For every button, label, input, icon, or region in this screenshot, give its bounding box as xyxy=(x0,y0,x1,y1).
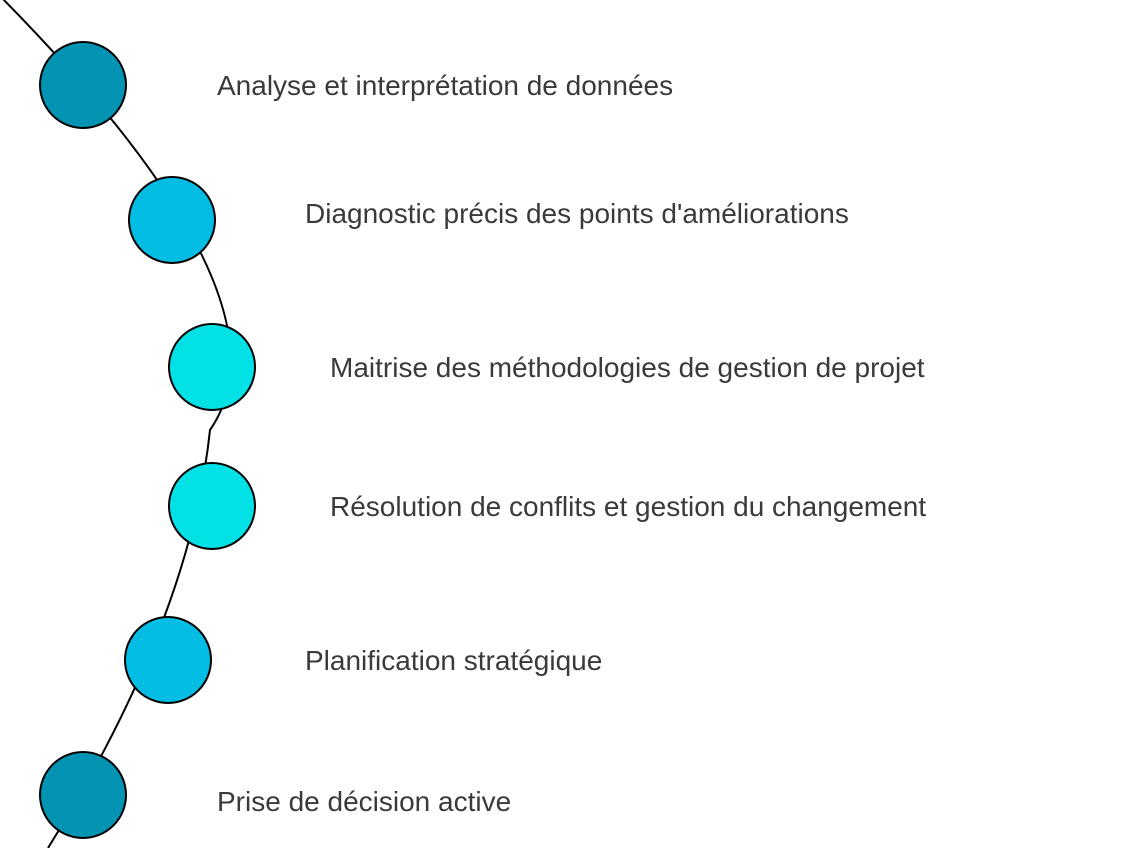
item-label-3: Maitrise des méthodologies de gestion de… xyxy=(330,352,925,383)
node-circle-6 xyxy=(39,751,127,839)
node-circle-4 xyxy=(168,462,256,550)
item-label-4: Résolution de conflits et gestion du cha… xyxy=(330,491,927,522)
node-circle-3 xyxy=(168,323,256,411)
item-label-5: Planification stratégique xyxy=(305,645,603,676)
node-circle-1 xyxy=(39,41,127,129)
connecting-arc xyxy=(2,0,232,848)
node-circle-5 xyxy=(124,616,212,704)
node-circle-2 xyxy=(128,176,216,264)
item-label-6: Prise de décision active xyxy=(217,786,512,817)
item-label-2: Diagnostic précis des points d'améliorat… xyxy=(305,198,849,229)
item-label-1: Analyse et interprétation de données xyxy=(217,70,674,101)
